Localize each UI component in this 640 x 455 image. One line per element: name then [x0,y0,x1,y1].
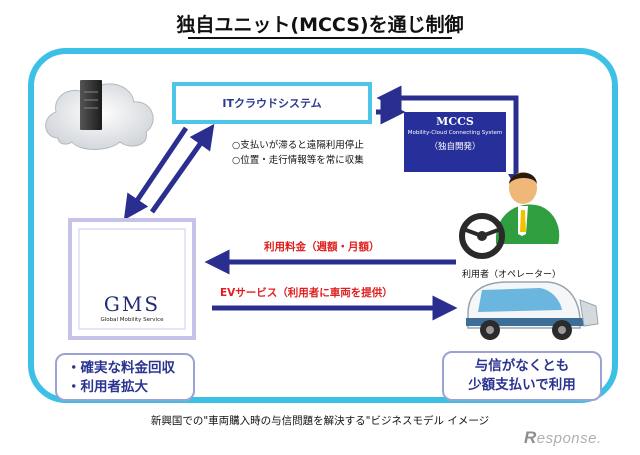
note-data-collection: ○位置・走行情報等を常に収集 [232,155,364,166]
benefit-no-credit: 与信がなくとも [474,358,570,374]
cloud-server-icon [45,80,154,150]
benefit-revenue-collection: ・確実な料金回収 [67,360,175,376]
operator-label: 利用者（オペレーター） [462,270,562,280]
gms-logo-text: GMS [103,292,161,316]
mccs-development: （独自開発） [429,142,481,152]
mccs-subtitle: Mobility-Cloud Connecting System [407,130,503,136]
system-notes: ○支払いが滞ると遠隔利用停止 ○位置・走行情報等を常に収集 [232,138,364,168]
mccs-box: MCCS Mobility-Cloud Connecting System （独… [404,112,506,172]
gms-company-name: Global Mobility Service [100,317,164,323]
ev-vehicle-icon [466,281,599,340]
gms-company-box: GMS Global Mobility Service [68,218,196,340]
watermark-rest: esponse. [536,430,602,447]
benefit-user-expansion: ・利用者拡大 [67,379,148,395]
title-underline [188,37,452,39]
watermark-initial: R [524,428,537,447]
benefits-left-box: ・確実な料金回収 ・利用者拡大 [55,353,195,401]
fee-label: 利用料金（週額・月額） [264,241,380,253]
note-remote-stop: ○支払いが滞ると遠隔利用停止 [232,140,364,151]
page-title: 独自ユニット(MCCS)を通じ制御 [176,14,464,36]
diagram-caption: 新興国での"車両購入時の与信問題を解決する"ビジネスモデル イメージ [150,415,490,427]
mccs-title: MCCS [436,115,474,128]
ev-service-label: EVサービス（利用者に車両を提供） [220,287,393,299]
response-watermark: Response. [524,428,602,448]
outer-frame [28,48,618,403]
it-cloud-system-label: ITクラウドシステム [222,97,322,110]
benefits-right-box: 与信がなくとも 少額支払いで利用 [442,351,602,401]
it-cloud-system-box: ITクラウドシステム [172,82,372,124]
operator-person-icon [459,172,560,259]
benefit-small-payment: 少額支払いで利用 [468,377,576,393]
gms-inner-frame [78,228,186,330]
it-gms-arrows [123,123,215,221]
